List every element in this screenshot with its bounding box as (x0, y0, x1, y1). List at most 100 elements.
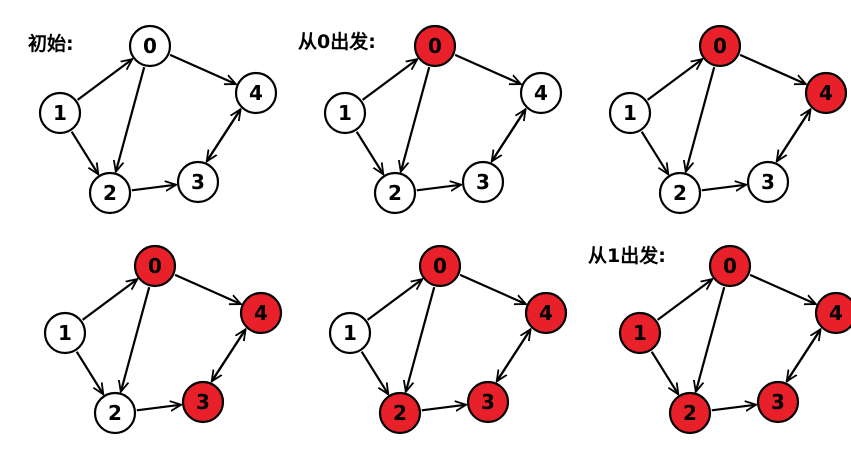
node-2: 2 (658, 171, 702, 215)
node-label: 0 (433, 254, 447, 278)
node-label: 0 (143, 34, 157, 58)
edge-3-4 (210, 329, 246, 382)
node-3: 3 (746, 160, 790, 204)
node-circle (708, 244, 752, 288)
edge-1-0 (646, 59, 703, 101)
node-circle (93, 391, 137, 435)
edge-3-4 (495, 329, 531, 382)
node-3: 3 (466, 380, 510, 424)
node-circle (43, 311, 87, 355)
node-label: 4 (819, 81, 833, 105)
node-circle (814, 291, 851, 335)
node-2: 2 (93, 391, 137, 435)
node-label: 4 (534, 81, 548, 105)
node-4: 4 (234, 71, 278, 115)
node-0: 0 (133, 244, 177, 288)
node-label: 1 (58, 321, 72, 345)
node-0: 0 (708, 244, 752, 288)
node-label: 3 (761, 170, 775, 194)
node-4: 4 (804, 71, 848, 115)
node-4: 4 (814, 291, 851, 335)
node-label: 3 (191, 170, 205, 194)
edge-1-2 (650, 351, 679, 395)
panel-label: 从1出发: (588, 244, 666, 267)
node-3: 3 (461, 160, 505, 204)
panel-1: 从0出发: 0 12 3 4 (298, 24, 563, 215)
node-circle (618, 311, 662, 355)
panel-2: 0 1 2 3 4 (608, 24, 848, 215)
node-label: 2 (393, 401, 407, 425)
node-label: 3 (196, 390, 210, 414)
node-label: 3 (476, 170, 490, 194)
node-label: 2 (673, 181, 687, 205)
edge-0-2 (406, 286, 436, 392)
node-3: 3 (181, 380, 225, 424)
panel-3: 0 1 2 3 4 (43, 244, 283, 435)
edge-1-0 (366, 279, 423, 321)
edge-2-3 (701, 185, 746, 191)
node-circle (234, 71, 278, 115)
node-label: 2 (103, 181, 117, 205)
node-label: 4 (254, 301, 268, 325)
node-1: 1 (618, 311, 662, 355)
node-4: 4 (239, 291, 283, 335)
panel-label: 初始: (28, 32, 74, 55)
panel-4: 0 1 2 3 4 (328, 244, 568, 435)
node-circle (181, 380, 225, 424)
node-1: 1 (608, 91, 652, 135)
node-1: 1 (38, 91, 82, 135)
node-label: 0 (713, 34, 727, 58)
node-circle (668, 391, 712, 435)
node-circle (373, 171, 417, 215)
node-circle (519, 71, 563, 115)
edge-0-4 (749, 273, 816, 304)
node-1: 1 (323, 91, 367, 135)
node-2: 2 (373, 171, 417, 215)
node-circle (466, 380, 510, 424)
node-circle (323, 91, 367, 135)
node-0: 0 (413, 24, 457, 68)
node-label: 3 (481, 390, 495, 414)
node-circle (328, 311, 372, 355)
node-label: 1 (633, 321, 647, 345)
node-circle (413, 24, 457, 68)
node-circle (804, 71, 848, 115)
edge-0-4 (174, 273, 241, 304)
edge-0-2 (401, 66, 431, 172)
edge-3-4 (490, 109, 526, 162)
edge-1-0 (76, 59, 133, 101)
edge-1-2 (360, 351, 389, 395)
edge-3-4 (205, 109, 241, 162)
edge-1-0 (81, 279, 138, 321)
edge-0-2 (696, 286, 726, 392)
node-circle (88, 171, 132, 215)
node-circle (658, 171, 702, 215)
panel-0: 初始: 0 1 2 3 4 (28, 24, 278, 215)
edge-2-3 (131, 185, 176, 191)
edge-0-4 (739, 53, 806, 84)
edge-0-4 (459, 273, 526, 304)
node-circle (698, 24, 742, 68)
node-circle (378, 391, 422, 435)
node-circle (418, 244, 462, 288)
node-0: 0 (698, 24, 742, 68)
edge-0-4 (454, 53, 521, 84)
edge-1-2 (75, 351, 104, 395)
edge-2-3 (711, 405, 756, 411)
node-label: 2 (683, 401, 697, 425)
node-2: 2 (88, 171, 132, 215)
edge-1-2 (355, 131, 384, 175)
node-circle (128, 24, 172, 68)
node-label: 4 (539, 301, 553, 325)
node-4: 4 (524, 291, 568, 335)
node-label: 1 (343, 321, 357, 345)
panel-label: 从0出发: (298, 30, 376, 53)
node-0: 0 (418, 244, 462, 288)
node-4: 4 (519, 71, 563, 115)
edge-1-0 (656, 279, 713, 321)
node-circle (133, 244, 177, 288)
edge-0-2 (116, 66, 146, 172)
node-label: 0 (148, 254, 162, 278)
edge-1-0 (361, 59, 418, 101)
node-label: 2 (108, 401, 122, 425)
